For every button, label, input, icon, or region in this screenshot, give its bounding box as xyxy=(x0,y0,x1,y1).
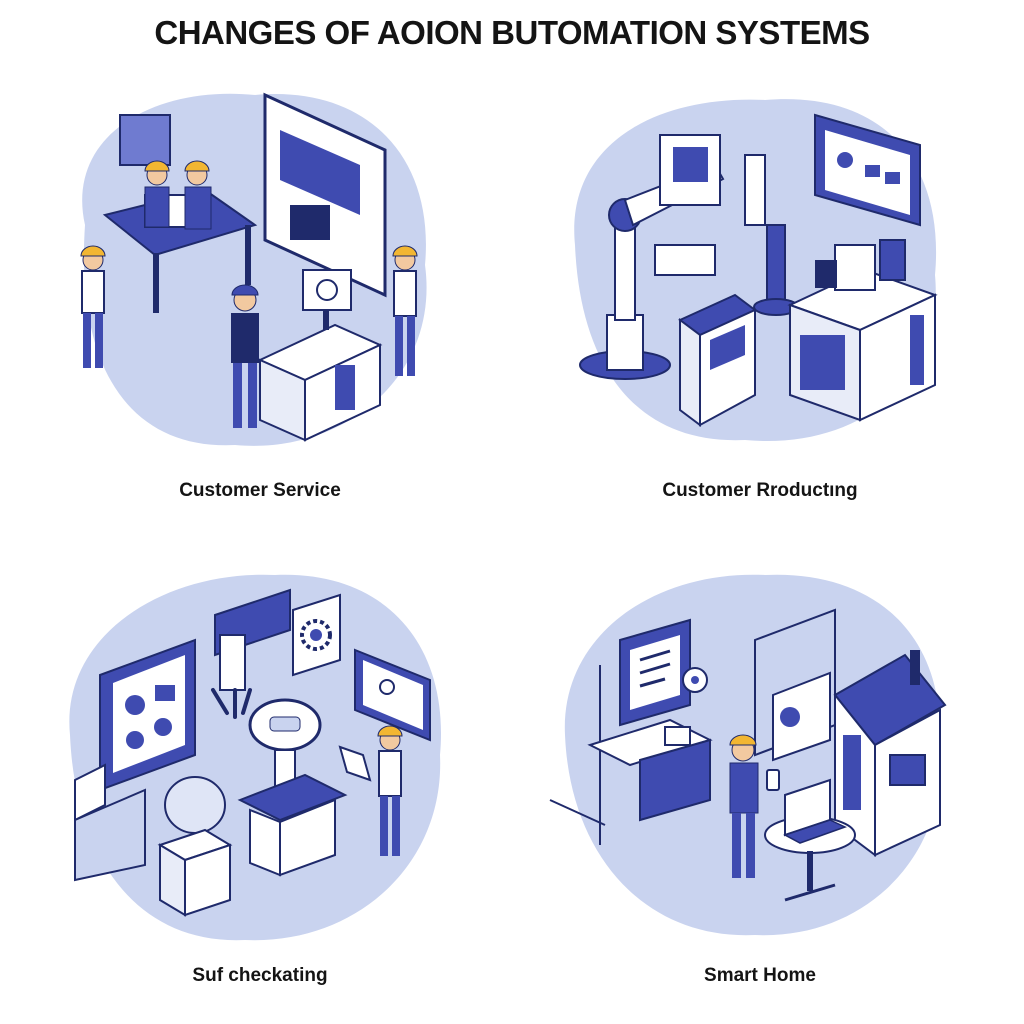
kiosk-icon xyxy=(257,323,383,442)
robot-arm-icon xyxy=(211,588,291,719)
display-board-icon xyxy=(99,638,196,792)
laptop-icon xyxy=(338,745,372,782)
worker-icon xyxy=(377,725,403,856)
panel-label: Customer Service xyxy=(179,480,341,501)
laptop-icon xyxy=(783,778,847,844)
page-title: CHANGES OF AOION BUTOMATION SYSTEMS xyxy=(154,14,870,51)
panel-label: Smart Home xyxy=(704,965,816,986)
house-icon xyxy=(833,650,947,857)
customer-service-illustration xyxy=(80,92,427,446)
worker-icon xyxy=(231,284,259,428)
scanner-icon xyxy=(157,776,233,917)
gear-icon xyxy=(292,593,341,677)
robot-icon xyxy=(237,698,348,877)
wall-screen-icon xyxy=(119,92,387,298)
location-pin-icon xyxy=(682,667,708,693)
machine-icon xyxy=(787,239,938,422)
room-lines xyxy=(549,665,606,845)
smartphone-icon xyxy=(766,769,780,791)
suf-checkating-illustration xyxy=(69,574,442,941)
desk-icon xyxy=(587,718,713,822)
robot-arm-icon xyxy=(579,134,725,380)
terminal-icon xyxy=(74,763,146,882)
worker-icon xyxy=(144,160,212,230)
worker-icon xyxy=(80,245,106,368)
wall-panel-icon xyxy=(754,608,836,762)
worker-icon xyxy=(729,734,759,878)
customer-producting-illustration xyxy=(574,99,938,442)
panel-suf-checkating: Suf checkating xyxy=(45,555,475,1015)
smart-home-illustration xyxy=(549,574,947,936)
panel-customer-service: Customer Service xyxy=(45,75,475,535)
worker-icon xyxy=(392,245,418,376)
panel-label: Customer Rroductıng xyxy=(662,480,858,501)
monitor-icon xyxy=(302,269,352,330)
screen-icon xyxy=(814,113,921,227)
panel-label: Suf checkating xyxy=(192,965,328,986)
chat-bubble-icon xyxy=(354,648,431,742)
panel-smart-home: Smart Home xyxy=(545,555,975,1015)
panel-customer-producting: Customer Rroductıng xyxy=(545,75,975,535)
atm-icon xyxy=(678,293,757,427)
monitor-icon xyxy=(619,618,691,727)
